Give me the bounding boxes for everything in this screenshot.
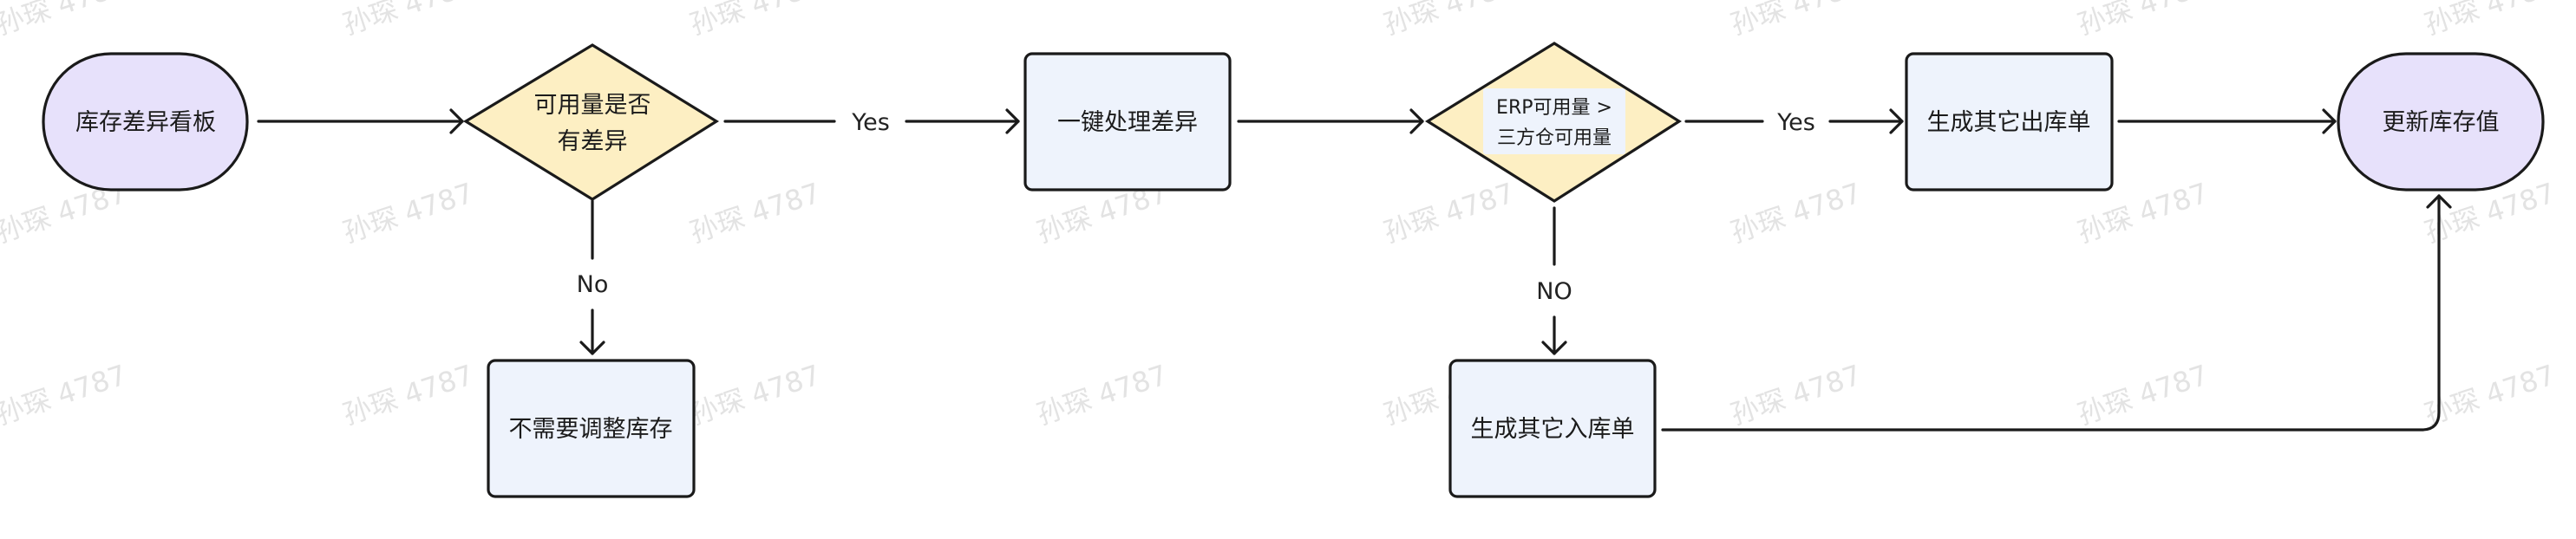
arrowhead <box>449 108 464 134</box>
node-label-line1: ERP可用量 > <box>1496 97 1612 119</box>
watermark: 孙琛 4787 <box>686 176 825 249</box>
watermark: 孙琛 4787 <box>339 0 478 42</box>
arrowhead <box>579 341 605 355</box>
arrowhead <box>1005 108 1020 134</box>
edge-label-layer: Yes No Yes NO <box>577 109 1815 305</box>
node-layer: 库存差异看板 可用量是否 有差异 一键处理差异 不需要调整库存 ERP可用量 >… <box>42 42 2545 498</box>
watermark: 孙琛 4787 <box>0 0 130 42</box>
watermark: 孙琛 4787 <box>1380 176 1519 249</box>
edge-layer <box>257 108 2452 432</box>
terminal-shape <box>2337 52 2545 192</box>
node-decision1: 可用量是否 有差异 <box>462 43 720 201</box>
node-label: 生成其它出库单 <box>1927 109 2091 136</box>
edge-label-decision2-yes: Yes <box>1776 109 1815 136</box>
node-inbound: 生成其它入库单 <box>1448 359 1657 498</box>
terminal-shape <box>42 52 249 192</box>
watermark: 孙琛 4787 <box>2074 0 2213 42</box>
node-label: 更新库存值 <box>2383 109 2500 136</box>
node-end: 更新库存值 <box>2337 52 2545 192</box>
node-label: 不需要调整库存 <box>509 416 673 443</box>
decision-shape <box>462 43 720 201</box>
arrowhead <box>1541 341 1567 355</box>
arrowhead <box>1889 108 1904 134</box>
arrowhead <box>2322 108 2337 134</box>
watermark: 孙琛 4787 <box>0 358 130 431</box>
node-start: 库存差异看板 <box>42 52 249 192</box>
edge-label-decision1-no: No <box>577 271 609 298</box>
watermark: 孙琛 4787 <box>686 358 825 431</box>
node-label-line2: 有差异 <box>558 128 628 155</box>
watermark: 孙琛 4787 <box>1033 358 1172 431</box>
watermark: 孙琛 4787 <box>1727 176 1866 249</box>
watermark: 孙琛 4787 <box>339 358 478 431</box>
edge-inbound-to-end <box>1661 194 2441 432</box>
process-shape <box>1023 52 1232 192</box>
watermark: 孙琛 4787 <box>339 176 478 249</box>
process-shape <box>487 359 696 498</box>
watermark: 孙琛 4787 <box>1727 0 1866 42</box>
process-shape <box>1905 52 2114 192</box>
edge-label-decision1-yes: Yes <box>851 109 890 136</box>
watermark: 孙琛 4787 <box>2421 358 2560 431</box>
node-decision2: ERP可用量 > 三方仓可用量 <box>1424 42 1682 203</box>
node-no-change: 不需要调整库存 <box>487 359 696 498</box>
edge-label-decision2-no: NO <box>1536 278 1572 305</box>
node-label: 生成其它入库单 <box>1471 416 1635 443</box>
node-label-line2: 三方仓可用量 <box>1497 127 1612 149</box>
label-highlight <box>1483 88 1625 154</box>
node-outbound: 生成其它出库单 <box>1905 52 2114 192</box>
node-process1: 一键处理差异 <box>1023 52 1232 192</box>
watermark: 孙琛 4787 <box>2421 0 2560 42</box>
node-label-line1: 可用量是否 <box>534 92 651 119</box>
watermark: 孙琛 4787 <box>1727 358 1866 431</box>
node-label: 一键处理差异 <box>1057 109 1198 136</box>
process-shape <box>1448 359 1657 498</box>
node-label: 库存差异看板 <box>75 109 216 136</box>
watermark: 孙琛 4787 <box>2074 358 2213 431</box>
watermark: 孙琛 4787 <box>686 0 825 42</box>
arrowhead <box>1409 108 1424 134</box>
watermark-layer: 孙琛 4787 孙琛 4787 孙琛 4787 孙琛 4787 孙琛 4787 … <box>0 0 2559 432</box>
watermark: 孙琛 4787 <box>1380 0 1519 42</box>
arrowhead <box>2426 194 2452 209</box>
